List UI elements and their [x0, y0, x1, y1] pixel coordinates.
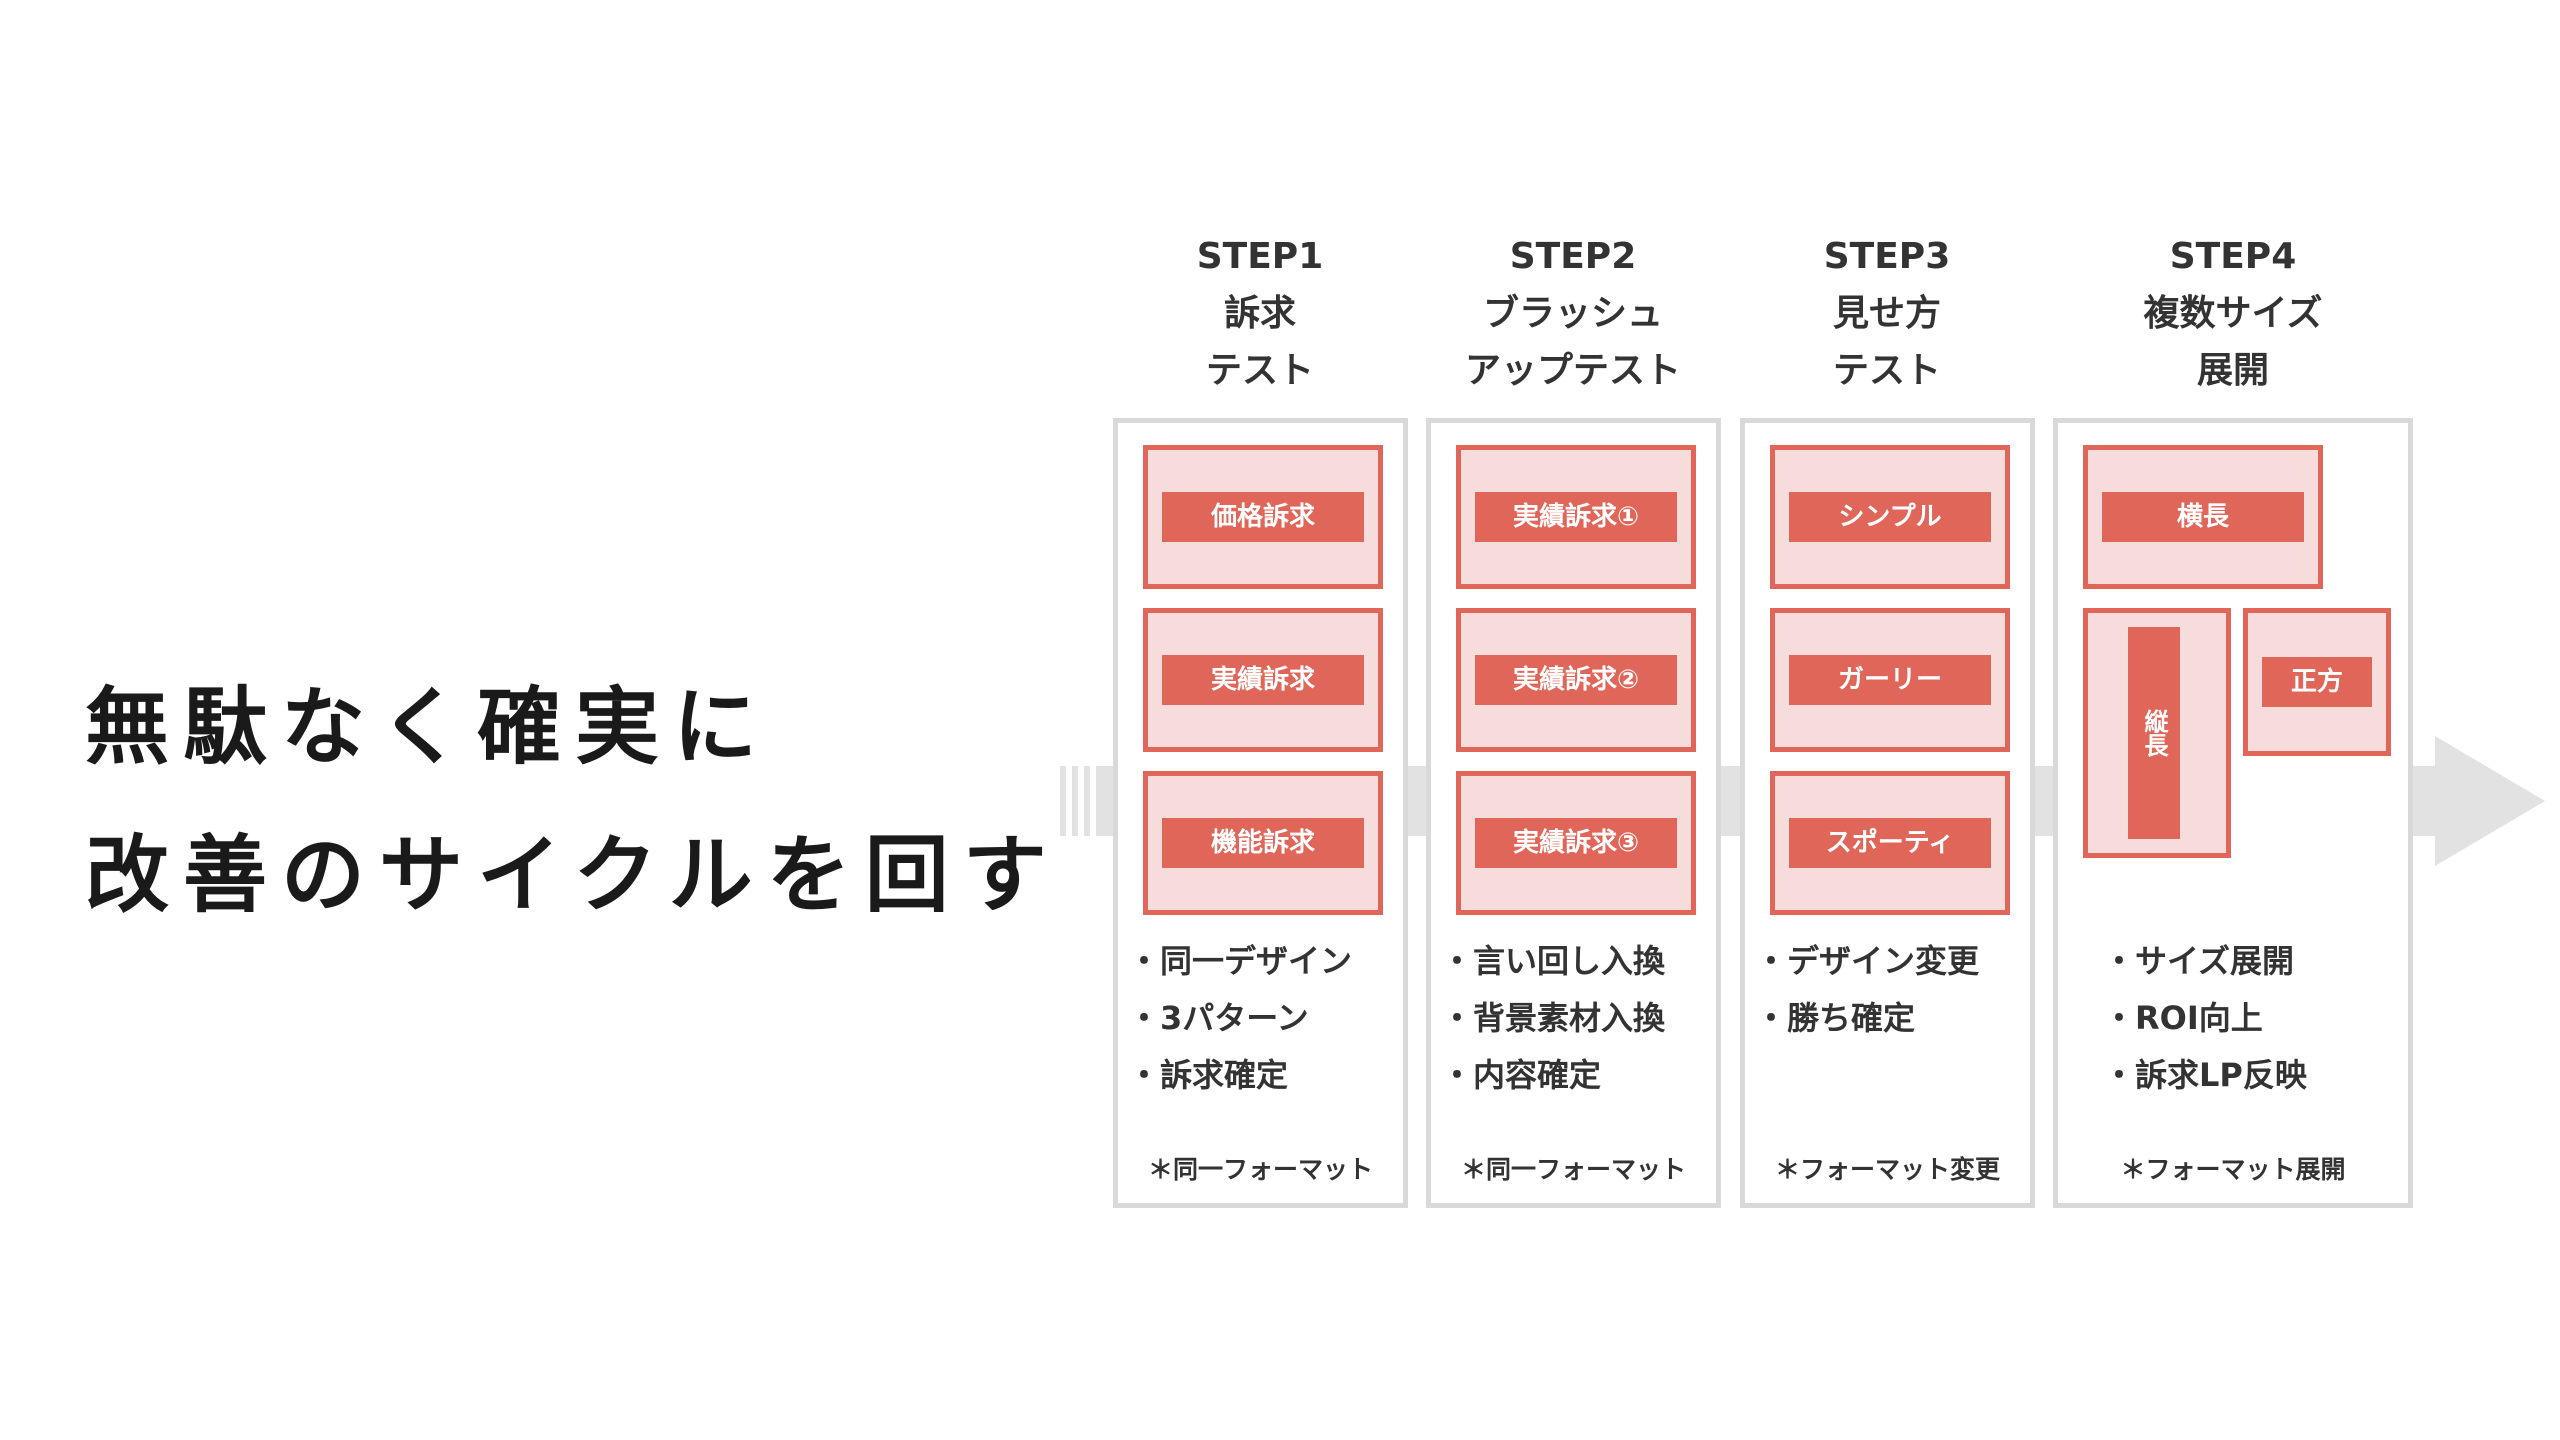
step1-subtitle-line2: テスト — [1205, 350, 1314, 391]
step3-bullet-2: 勝ち確定 — [1755, 990, 2030, 1047]
step2-column: 実績訴求① 実績訴求② 実績訴求③ 言い回し入換 背景素材入換 内容確定 ＊同一… — [1426, 418, 1721, 1208]
step2-card-3: 実績訴求③ — [1456, 771, 1696, 915]
step1-card-1-label: 価格訴求 — [1162, 492, 1364, 542]
step2-label: STEP2 — [1509, 236, 1637, 277]
step2-card-1: 実績訴求① — [1456, 445, 1696, 589]
step2-card-1-label: 実績訴求① — [1475, 492, 1677, 542]
headline-line-1: 無駄なく確実に — [85, 678, 772, 776]
step4-card-wide-label: 横長 — [2102, 492, 2304, 542]
step3-card-3-label: スポーティ — [1789, 818, 1991, 868]
step1-bullet-1: 同一デザイン — [1128, 933, 1403, 990]
step4-note: ＊フォーマット展開 — [2120, 1155, 2346, 1184]
process-arrow-head — [2435, 736, 2545, 866]
step2-bullet-3: 内容確定 — [1441, 1047, 1716, 1104]
step1-title: STEP1 訴求 テスト — [1110, 228, 1410, 399]
step4-card-square-label: 正方 — [2262, 657, 2372, 707]
step3-bullet-1: デザイン変更 — [1755, 933, 2030, 990]
step4-bullet-list: サイズ展開 ROI向上 訴求LP反映 — [2103, 933, 2408, 1104]
step3-card-2: ガーリー — [1770, 608, 2010, 752]
arrow-tail-stripe — [1084, 766, 1090, 836]
step1-card-1: 価格訴求 — [1143, 445, 1383, 589]
step4-title: STEP4 複数サイズ 展開 — [2083, 228, 2383, 399]
step2-card-2-label: 実績訴求② — [1475, 655, 1677, 705]
step4-bullet-3: 訴求LP反映 — [2103, 1047, 2408, 1104]
step2-title: STEP2 ブラッシュ アップテスト — [1423, 228, 1723, 399]
step1-card-2: 実績訴求 — [1143, 608, 1383, 752]
arrow-tail-stripe — [1060, 766, 1066, 836]
step3-card-3: スポーティ — [1770, 771, 2010, 915]
step2-bullet-1: 言い回し入換 — [1441, 933, 1716, 990]
step1-card-2-label: 実績訴求 — [1162, 655, 1364, 705]
step3-card-2-label: ガーリー — [1789, 655, 1991, 705]
step2-card-3-label: 実績訴求③ — [1475, 818, 1677, 868]
step1-card-3-label: 機能訴求 — [1162, 818, 1364, 868]
step1-card-3: 機能訴求 — [1143, 771, 1383, 915]
step4-subtitle-line2: 展開 — [2196, 350, 2269, 391]
step3-subtitle-line2: テスト — [1832, 350, 1941, 391]
step2-note: ＊同一フォーマット — [1460, 1155, 1686, 1184]
step2-bullet-2: 背景素材入換 — [1441, 990, 1716, 1047]
step3-bullet-list: デザイン変更 勝ち確定 — [1755, 933, 2030, 1047]
step2-card-2: 実績訴求② — [1456, 608, 1696, 752]
step1-note: ＊同一フォーマット — [1147, 1155, 1373, 1184]
arrow-tail-stripe — [1072, 766, 1078, 836]
step4-card-tall: 縦長 — [2083, 608, 2231, 858]
step4-label: STEP4 — [2169, 236, 2297, 277]
step1-subtitle-line1: 訴求 — [1223, 293, 1296, 334]
step2-subtitle-line2: アップテスト — [1464, 350, 1681, 391]
step3-card-1: シンプル — [1770, 445, 2010, 589]
step1-label: STEP1 — [1196, 236, 1324, 277]
step4-card-wide: 横長 — [2083, 445, 2323, 589]
step3-column: シンプル ガーリー スポーティ デザイン変更 勝ち確定 ＊フォーマット変更 — [1740, 418, 2035, 1208]
step2-subtitle-line1: ブラッシュ — [1482, 293, 1663, 334]
step1-column: 価格訴求 実績訴求 機能訴求 同一デザイン 3パターン 訴求確定 ＊同一フォーマ… — [1113, 418, 1408, 1208]
step3-title: STEP3 見せ方 テスト — [1737, 228, 2037, 399]
step4-bullet-2: ROI向上 — [2103, 990, 2408, 1047]
step3-subtitle-line1: 見せ方 — [1832, 293, 1941, 334]
step1-bullet-2: 3パターン — [1128, 990, 1403, 1047]
step1-bullet-list: 同一デザイン 3パターン 訴求確定 — [1128, 933, 1403, 1104]
step1-bullet-3: 訴求確定 — [1128, 1047, 1403, 1104]
step4-card-tall-label: 縦長 — [2128, 627, 2180, 839]
step2-bullet-list: 言い回し入換 背景素材入換 内容確定 — [1441, 933, 1716, 1104]
step4-card-square: 正方 — [2243, 608, 2391, 756]
step4-bullet-1: サイズ展開 — [2103, 933, 2408, 990]
step3-card-1-label: シンプル — [1789, 492, 1991, 542]
step3-label: STEP3 — [1823, 236, 1951, 277]
headline-line-2: 改善のサイクルを回す — [85, 826, 1061, 924]
step4-subtitle-line1: 複数サイズ — [2143, 293, 2323, 334]
step4-column: 横長 縦長 正方 サイズ展開 ROI向上 訴求LP反映 ＊フォーマット展開 — [2053, 418, 2413, 1208]
step3-note: ＊フォーマット変更 — [1774, 1155, 2000, 1184]
